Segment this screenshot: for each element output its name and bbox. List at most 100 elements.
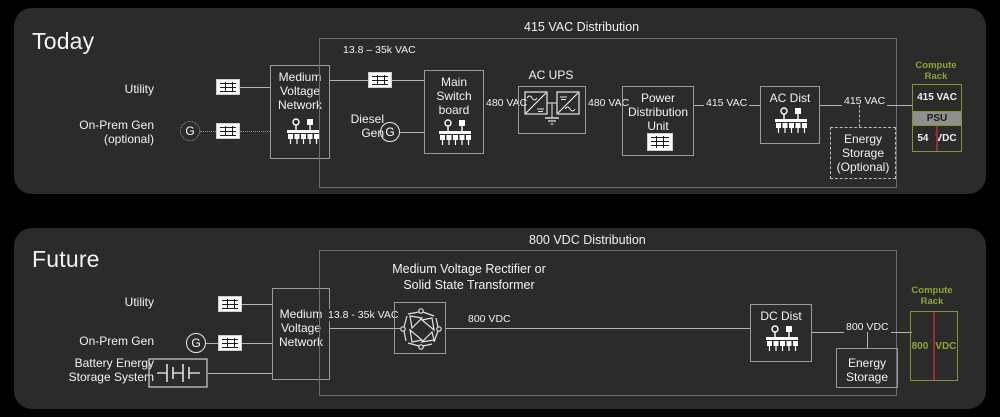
source-label-bess: Battery Energy Storage System — [44, 356, 154, 384]
pdu-line3: Unit — [647, 119, 669, 133]
mv-network-future-line2: Voltage — [280, 321, 322, 335]
rectifier-title: Medium Voltage Rectifier or Solid State … — [344, 261, 594, 293]
bess-line1: Battery Energy — [74, 356, 154, 370]
transformer-icon-utility — [216, 79, 240, 95]
mv-network-future-line3: Network — [278, 335, 323, 349]
wire-label-rect-to-dcdist: 800 VDC — [466, 313, 513, 325]
wire-rectifier-to-dcdist — [446, 328, 750, 329]
compute-rack-future-title-line2: Rack — [920, 296, 944, 307]
wire-label-pdu-to-acdist: 415 VAC — [704, 97, 750, 109]
panel-title-today: Today — [32, 28, 95, 54]
diesel-gen-line1: Diesel — [350, 112, 384, 126]
transformer-icon-utility-future — [218, 296, 242, 312]
mv-network-line2: Voltage — [279, 84, 321, 98]
block-ac-dist: AC Dist — [760, 86, 820, 144]
rectifier-title-line1: Medium Voltage Rectifier or — [392, 262, 546, 276]
wire-bess-to-mv — [208, 373, 272, 374]
panel-today: Today Utility On-Prem Gen (optional) G M… — [14, 8, 986, 194]
energy-storage-line1: Energy — [843, 132, 883, 146]
rack-dc-bus-line-future — [933, 312, 935, 380]
compute-rack-title-today: Compute Rack — [904, 60, 968, 82]
rack-output-value: 54 — [917, 132, 929, 144]
wire-tap-energy-storage-future — [867, 332, 868, 348]
block-rectifier — [394, 302, 446, 354]
busbar-icon-dc-dist — [766, 325, 798, 351]
source-label-on-prem-gen-future: On-Prem Gen — [79, 334, 154, 348]
compute-rack-title-future: Compute Rack — [900, 285, 964, 307]
rack-cell-psu: PSU — [913, 110, 961, 126]
wire-label-acdist-to-rack: 415 VAC — [842, 95, 888, 107]
block-ac-ups — [518, 86, 586, 134]
rectifier-title-line2: Solid State Transformer — [403, 278, 535, 292]
battery-icon — [148, 358, 208, 388]
panel-title-future: Future — [32, 246, 100, 272]
ac-dist-label: AC Dist — [769, 91, 811, 105]
busbar-icon-main-switchboard — [439, 119, 471, 145]
panel-future: Future Utility On-Prem Gen Battery Energ… — [14, 228, 986, 409]
transformer-icon-gen-future — [218, 335, 242, 351]
generator-icon-optional: G — [180, 121, 200, 141]
busbar-icon-ac-dist — [775, 107, 807, 133]
pdu-line1: Power — [640, 91, 675, 105]
source-label-on-prem-gen-line1: On-Prem Gen — [79, 118, 154, 132]
transformer-icon-gen — [216, 123, 240, 139]
compute-rack-title-line1: Compute — [915, 60, 957, 71]
energy-storage-line3: (Optional) — [836, 160, 890, 174]
distribution-group-today — [319, 38, 897, 188]
main-switchboard-line1: Main — [440, 75, 467, 89]
block-dc-dist: DC Dist — [750, 304, 812, 362]
block-energy-storage-future: Energy Storage — [836, 348, 898, 388]
rack-future-unit: VDC — [935, 340, 957, 352]
mv-network-line1: Medium — [278, 70, 322, 84]
transformer-icon-msb — [368, 72, 392, 88]
diesel-gen-line2: Gen — [361, 126, 384, 140]
main-switchboard-line2: Switch — [436, 89, 472, 103]
energy-storage-future-line1: Energy — [847, 356, 887, 370]
mv-network-future-line1: Medium — [279, 307, 323, 321]
wire-label-dcdist-to-rack: 800 VDC — [844, 321, 891, 333]
rack-dc-bus-line — [936, 125, 938, 151]
block-medium-voltage-network-future: Medium Voltage Network — [272, 288, 330, 380]
generator-icon-diesel: G — [380, 122, 400, 142]
transformer-icon-pdu — [647, 133, 673, 151]
wire-utility-to-mv-future — [242, 304, 272, 305]
wire-utility-to-mv — [240, 87, 270, 88]
wire-mv-to-rectifier — [330, 328, 400, 329]
block-power-distribution-unit: Power Distribution Unit — [622, 86, 694, 156]
compute-rack-title-line2: Rack — [924, 71, 948, 82]
wire-msbxfmr-to-msb — [392, 80, 424, 81]
pdu-line2: Distribution — [627, 105, 689, 119]
energy-storage-line2: Storage — [841, 146, 885, 160]
block-energy-storage-optional: Energy Storage (Optional) — [830, 127, 896, 179]
rack-cell-dc-voltage: 800 VDC — [911, 312, 957, 380]
source-label-on-prem-gen-line2: (optional) — [103, 132, 154, 146]
distribution-group-future — [319, 250, 897, 396]
compute-rack-today: 415 VAC PSU 54 VDC — [912, 84, 962, 152]
compute-rack-future: 800 VDC — [910, 311, 958, 381]
distribution-label-today: 415 VAC Distribution — [524, 20, 640, 34]
bridge-rectifier-icon — [400, 308, 442, 350]
rack-cell-input-voltage: 415 VAC — [917, 92, 957, 104]
bess-line2: Storage System — [68, 370, 154, 384]
rack-output-unit: VDC — [935, 132, 957, 144]
wire-label-ups-to-pdu: 480 VAC — [586, 97, 632, 109]
wire-gen-to-transformer — [200, 131, 216, 132]
dc-dist-label: DC Dist — [760, 309, 802, 323]
busbar-icon-mv-network — [287, 118, 319, 144]
wire-label-mv-to-msb: 13.8 – 35k VAC — [341, 44, 418, 56]
block-main-switchboard: Main Switch board — [424, 70, 484, 154]
wire-mv-to-msbxfmr — [330, 80, 368, 81]
main-switchboard-line3: board — [438, 103, 470, 117]
wire-genxfmr-to-mv-future — [242, 343, 272, 344]
ups-converter-icon — [524, 91, 580, 125]
wire-genxfmr-to-mv — [240, 131, 270, 132]
mv-network-line3: Network — [277, 98, 322, 112]
wire-dieselgen-to-msb — [400, 132, 424, 133]
wire-label-msb-to-ups: 480 VAC — [484, 97, 530, 109]
wire-gen-to-transformer-future — [206, 343, 218, 344]
distribution-label-future: 800 VDC Distribution — [529, 233, 646, 247]
source-label-utility-future: Utility — [124, 295, 154, 309]
rack-future-value: 800 — [911, 340, 929, 352]
block-medium-voltage-network: Medium Voltage Network — [270, 65, 330, 159]
